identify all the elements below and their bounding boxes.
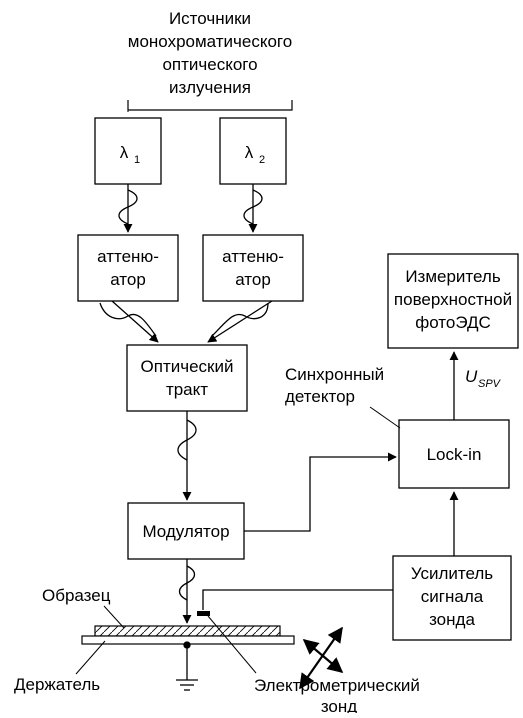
lambda2-symbol: λ bbox=[245, 143, 254, 162]
optical-path-line-1: Оптический bbox=[141, 357, 234, 376]
lockin-box: Lock-in bbox=[398, 419, 510, 489]
amplifier-line-3: зонда bbox=[429, 610, 475, 629]
wavy-light-arrow-icon bbox=[177, 411, 197, 501]
attenuator-left-line-1: аттеню- bbox=[97, 247, 159, 266]
ground-icon bbox=[176, 641, 198, 691]
uspv-label: U SPV bbox=[465, 367, 502, 390]
amplifier-box: Усилитель сигнала зонда bbox=[392, 555, 512, 641]
title-line-1: Источники bbox=[169, 9, 251, 28]
probe-wire bbox=[202, 589, 393, 610]
source-lambda2-box: λ 2 bbox=[219, 117, 287, 185]
probe-leader bbox=[207, 615, 257, 674]
wavy-light-arrow-icon bbox=[178, 559, 196, 624]
meter-line-2: поверхностной bbox=[394, 290, 512, 309]
sync-detector-label: Синхронный детектор bbox=[285, 365, 384, 406]
uspv-subscript: SPV bbox=[478, 378, 502, 390]
optical-path-line-2: тракт bbox=[166, 380, 208, 399]
amplifier-line-2: сигнала bbox=[421, 587, 484, 606]
title-bracket bbox=[127, 100, 293, 111]
xyz-move-arrows-icon bbox=[299, 626, 344, 690]
uspv-main: U bbox=[465, 367, 478, 386]
probe-line-2: зонд bbox=[321, 697, 357, 713]
sources-title: Источники монохроматического оптического… bbox=[128, 9, 292, 97]
attenuator-left-line-2: атор bbox=[110, 270, 146, 289]
attenuator-right-box: аттеню- атор bbox=[202, 234, 304, 302]
probe-line-1: Электрометрический bbox=[254, 676, 420, 695]
attenuator-left-box: аттеню- атор bbox=[77, 234, 179, 302]
optical-path-box: Оптический тракт bbox=[126, 344, 248, 412]
amplifier-line-1: Усилитель bbox=[411, 564, 493, 583]
title-line-3: оптического bbox=[162, 55, 257, 74]
meter-line-1: Измеритель bbox=[405, 267, 501, 286]
modulator-to-lockin-line bbox=[244, 452, 397, 532]
probe-tip bbox=[197, 611, 210, 616]
attenuator-right-line-2: атор bbox=[235, 270, 271, 289]
wavy-light-arrow-icon bbox=[99, 300, 273, 343]
sync-detector-leader bbox=[369, 406, 401, 429]
modulator-box: Модулятор bbox=[127, 502, 245, 560]
meter-box: Измеритель поверхностной фотоЭДС bbox=[387, 253, 519, 349]
title-line-4: излучения bbox=[169, 78, 251, 97]
sync-detector-line-1: Синхронный bbox=[285, 365, 384, 384]
lambda1-symbol: λ bbox=[120, 143, 129, 162]
holder-label: Держатель bbox=[14, 675, 100, 694]
lambda1-subscript: 1 bbox=[134, 154, 140, 166]
wavy-light-arrow-icon bbox=[118, 184, 263, 233]
lambda2-subscript: 2 bbox=[259, 154, 265, 166]
modulator-label: Модулятор bbox=[142, 522, 229, 541]
source-lambda1-box: λ 1 bbox=[94, 117, 162, 185]
holder-leader bbox=[75, 640, 106, 675]
probe-label: Электрометрический зонд bbox=[254, 676, 420, 716]
meter-line-3: фотоЭДС bbox=[415, 313, 491, 332]
sample-layer bbox=[94, 625, 281, 637]
attenuator-right-line-1: аттеню- bbox=[222, 247, 284, 266]
title-line-2: монохроматического bbox=[128, 32, 292, 51]
sample-leader bbox=[103, 605, 125, 629]
sync-detector-line-2: детектор bbox=[285, 387, 355, 406]
lockin-label: Lock-in bbox=[427, 445, 482, 464]
sample-label: Образец bbox=[42, 586, 111, 605]
